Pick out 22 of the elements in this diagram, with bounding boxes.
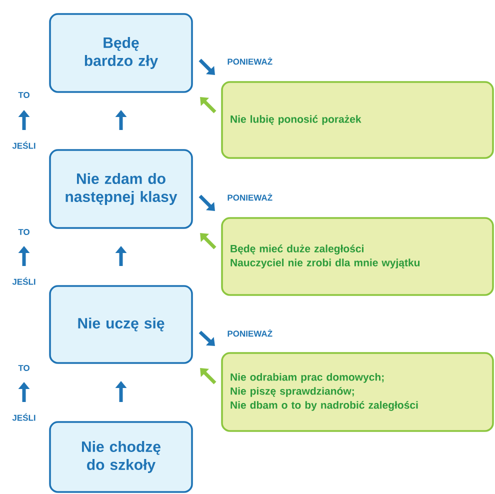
direction-label: TO	[18, 365, 30, 371]
direction-label: JEŚLI	[12, 277, 36, 285]
reason-box: Nie odrabiam prac domowych; Nie piszę sprawdzianów; Nie dbam o to by nadrobić zaległości	[221, 352, 494, 432]
statement-box: Będę bardzo zły	[49, 13, 193, 93]
direction-label: JEŚLI	[12, 413, 36, 421]
arrow	[198, 58, 215, 75]
direction-label: TO	[18, 229, 30, 235]
arrow	[198, 330, 215, 346]
reason-box: Będę mieć duże zaległości Nauczyciel nie zrobi dla mnie wyjątku	[221, 217, 494, 296]
reason-box: Nie lubię ponosić porażek	[221, 81, 494, 159]
edge-label: PONIEWAŻ	[226, 192, 274, 202]
statement-box: Nie chodzę do szkoły	[49, 421, 193, 493]
statement-box: Nie uczę się	[49, 285, 193, 364]
edge-label: PONIEWAŻ	[226, 328, 274, 338]
arrow	[198, 194, 215, 211]
direction-label: TO	[18, 92, 30, 98]
edge-label: PONIEWAŻ	[226, 56, 274, 66]
arrow	[200, 97, 216, 114]
arrow	[200, 368, 216, 384]
direction-label: JEŚLI	[12, 141, 36, 149]
arrow	[200, 233, 216, 250]
statement-box: Nie zdam do następnej klasy	[49, 149, 193, 229]
